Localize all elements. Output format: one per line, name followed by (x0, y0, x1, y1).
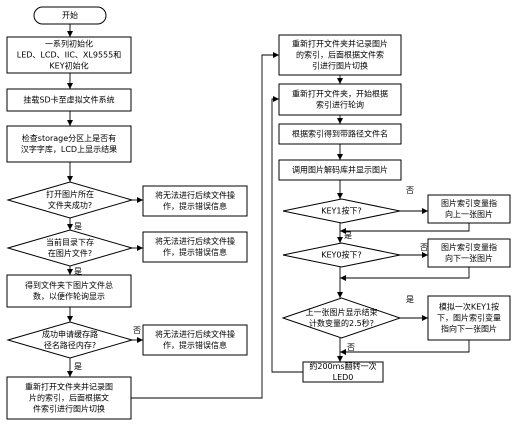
flow-arrow (131, 52, 279, 399)
node-text: 调用图片解码库并显示图片 (292, 165, 388, 175)
node-text: 文件夹成功? (48, 200, 92, 210)
node-text: 件索引进行图片切换 (33, 404, 105, 414)
node-text: 当前目录下存 (46, 237, 94, 247)
node-text: 的索引，后面根据文件索 (296, 50, 384, 60)
node-start: 开始 (33, 6, 107, 25)
connector-lines (67, 24, 470, 399)
branch-label-yes: 是 (74, 222, 82, 231)
branch-label-no: 否 (420, 243, 428, 252)
node-text: 作，提示错误信息 (163, 340, 227, 350)
node-decode: 调用图片解码库并显示图片 (278, 159, 402, 181)
node-text: 向下一张图片 (445, 253, 493, 263)
branch-label-no: 否 (347, 343, 355, 352)
flow-arrow (340, 223, 470, 234)
branch-label-no: 否 (133, 326, 141, 335)
node-getpath: 根据索引得到带路径文件名 (278, 123, 402, 145)
node-text: KEY0按下? (321, 250, 362, 260)
flow-arrow (340, 340, 470, 355)
node-text: 图片索引变量指 (441, 242, 497, 252)
node-text: 将无法进行后续文件操 (155, 236, 235, 246)
node-text: 索引进行轮询 (316, 100, 364, 110)
node-text: 挂载SD卡至虚拟文件系统 (23, 95, 114, 105)
node-text: 将无法进行后续文件操 (155, 190, 235, 200)
node-text: 检查storage分区上是否有 (22, 133, 116, 143)
node-text: 向上一张图片 (445, 209, 493, 219)
node-text: 模拟一次KEY1按 (439, 302, 499, 312)
node-text: 打开图片所在 (46, 189, 94, 199)
node-sd: 挂载SD卡至虚拟文件系统 (6, 88, 132, 112)
node-text: 数，以便作轮询显示 (33, 291, 105, 301)
node-text: 作，提示错误信息 (163, 201, 227, 211)
node-text: 下，图片索引变量 (437, 313, 501, 323)
branch-label-yes: 是 (344, 231, 352, 240)
node-text: 重新打开文件夹并记录图 (25, 382, 113, 392)
node-text: 计数变量的2.5秒? (309, 318, 374, 328)
node-text: 約200ms翻转一次 (309, 361, 376, 371)
node-text: 片的索引，后面根据文 (29, 393, 109, 403)
node-text: 上一张图片显示结束 (306, 307, 378, 317)
branch-label-yes: 是 (74, 267, 82, 276)
node-text: 指向下一张图片 (441, 324, 497, 334)
node-text: LED0 (333, 373, 354, 382)
node-text: 重新打开文件夹，开始根据 (292, 89, 388, 99)
node-text: 汉字字库，LCD上显示结果 (21, 144, 117, 154)
node-text: 将无法进行后续文件操 (155, 329, 235, 339)
node-text: 径名路径内存? (44, 340, 96, 350)
node-text: KEY1按下? (321, 206, 362, 216)
flow-arrow (340, 267, 470, 281)
node-text: 开始 (62, 10, 78, 20)
branch-label-yes: 是 (74, 362, 82, 371)
node-text: 引进行图片切换 (312, 61, 368, 71)
node-text: 根据索引得到带路径文件名 (292, 129, 388, 139)
node-d-key0: KEY0按下? (282, 242, 401, 268)
node-d-key1: KEY1按下? (282, 198, 401, 224)
node-text: 在图片文件? (48, 248, 92, 258)
node-text: 作，提示错误信息 (163, 247, 227, 257)
node-text: 得到文件夹下图片文件总 (25, 280, 113, 290)
node-text: 一系列初始化 (45, 39, 93, 49)
node-text: 图片索引变量指 (441, 198, 497, 208)
branch-label-no: 否 (406, 186, 414, 195)
branch-label-yes: 是 (406, 295, 414, 304)
node-text: LED、LCD、IIC、XL9555和 (17, 51, 121, 60)
node-text: 重新打开文件夹并记录图片 (292, 39, 388, 49)
flow-arrow (271, 96, 303, 373)
node-text: KEY初始化 (49, 61, 88, 71)
node-led: 約200ms翻转一次 LED0 (302, 361, 384, 383)
node-text: 成功申请缓存路 (42, 329, 98, 339)
